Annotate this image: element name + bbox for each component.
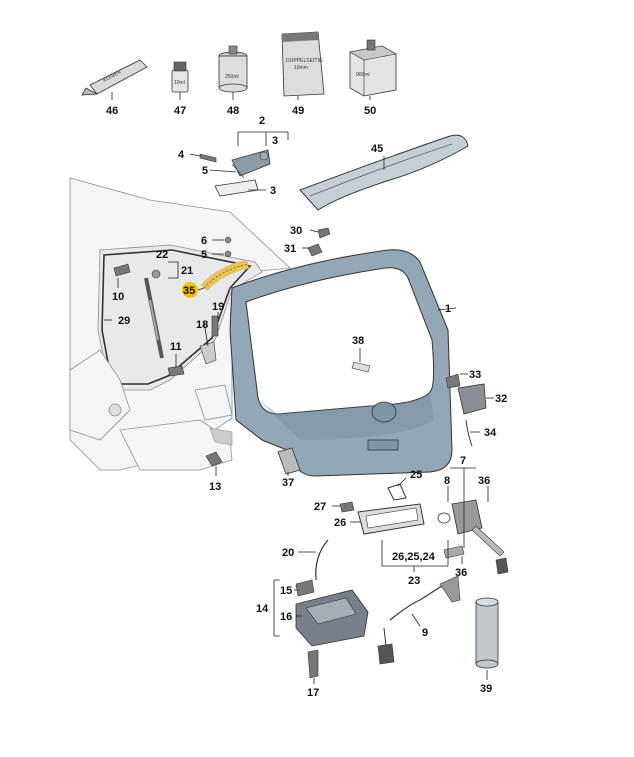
callout-35: 35 [183, 285, 195, 297]
callout-8: 8 [444, 475, 450, 487]
callout-4: 4 [178, 149, 185, 161]
callout-50: 50 [364, 105, 376, 117]
can-label: 250ml [225, 74, 239, 80]
callout-47: 47 [174, 105, 186, 117]
product-tape-bag: DOPPELSEITIG 10mm [281, 31, 325, 97]
product-can: 250ml [218, 45, 248, 93]
callout-3: 3 [272, 135, 278, 147]
product-adhesive-tube: KLEBER [81, 59, 148, 96]
box-label: 900ml [356, 72, 370, 78]
callout-1: 1 [445, 303, 451, 315]
product-small-bottle: 10ml [171, 61, 189, 93]
callout-18: 18 [196, 319, 208, 331]
hinge-part [199, 149, 271, 197]
bag-label-1: DOPPELSEITIG [286, 58, 323, 64]
release-cable [377, 575, 461, 665]
callout-6: 6 [201, 235, 207, 247]
callout-27: 27 [314, 501, 326, 513]
small-clips [199, 315, 223, 467]
callout-26: 26 [334, 517, 346, 529]
bottle-label: 10ml [174, 80, 185, 86]
callout-19: 19 [212, 301, 224, 313]
callout-26-25-24: 26,25,24 [392, 551, 436, 563]
callout-48: 48 [227, 105, 239, 117]
lock-assembly [295, 579, 369, 679]
callout-37: 37 [282, 477, 294, 489]
gas-strut [113, 263, 185, 377]
callout-30: 30 [290, 225, 302, 237]
callout-3-lower: 3 [270, 185, 276, 197]
spoiler-part [299, 134, 469, 211]
callout-17: 17 [307, 687, 319, 699]
callout-39: 39 [480, 683, 492, 695]
callout-15: 15 [280, 585, 292, 597]
callout-9: 9 [422, 627, 428, 639]
car-body-rear [69, 177, 291, 471]
callout-13: 13 [209, 481, 221, 493]
callout-14: 14 [256, 603, 269, 615]
callout-38: 38 [352, 335, 364, 347]
callout-36-lower: 36 [455, 567, 467, 579]
callout-20: 20 [282, 547, 294, 559]
callout-10: 10 [112, 291, 124, 303]
callout-16: 16 [280, 611, 292, 623]
callout-2: 2 [259, 115, 265, 127]
callout-5-lower: 5 [201, 249, 207, 261]
leader-lines [104, 92, 494, 684]
callout-25: 25 [410, 469, 422, 481]
product-box: 900ml [349, 39, 397, 97]
callout-22: 22 [156, 249, 168, 261]
callout-45: 45 [371, 143, 383, 155]
callout-32: 32 [495, 393, 507, 405]
bag-label-2: 10mm [294, 65, 308, 71]
wiring-harness [200, 259, 250, 292]
lock-cylinder [475, 597, 499, 669]
callout-5: 5 [202, 165, 208, 177]
tailgate-panel [229, 249, 453, 477]
callout-23: 23 [408, 575, 420, 587]
callout-7: 7 [460, 455, 466, 467]
callout-36: 36 [478, 475, 490, 487]
callout-33: 33 [469, 369, 481, 381]
highlight-marker-35 [182, 282, 198, 298]
right-parts [277, 373, 509, 581]
small-bolts [224, 227, 371, 373]
callout-29: 29 [118, 315, 130, 327]
callout-numbers: 46 47 48 49 50 2 3 4 5 3 45 30 31 6 5 22… [106, 105, 507, 699]
callout-11: 11 [170, 341, 182, 353]
callout-34: 34 [484, 427, 497, 439]
callout-31: 31 [284, 243, 296, 255]
callout-21: 21 [181, 265, 193, 277]
callout-49: 49 [292, 105, 304, 117]
callout-46: 46 [106, 105, 118, 117]
